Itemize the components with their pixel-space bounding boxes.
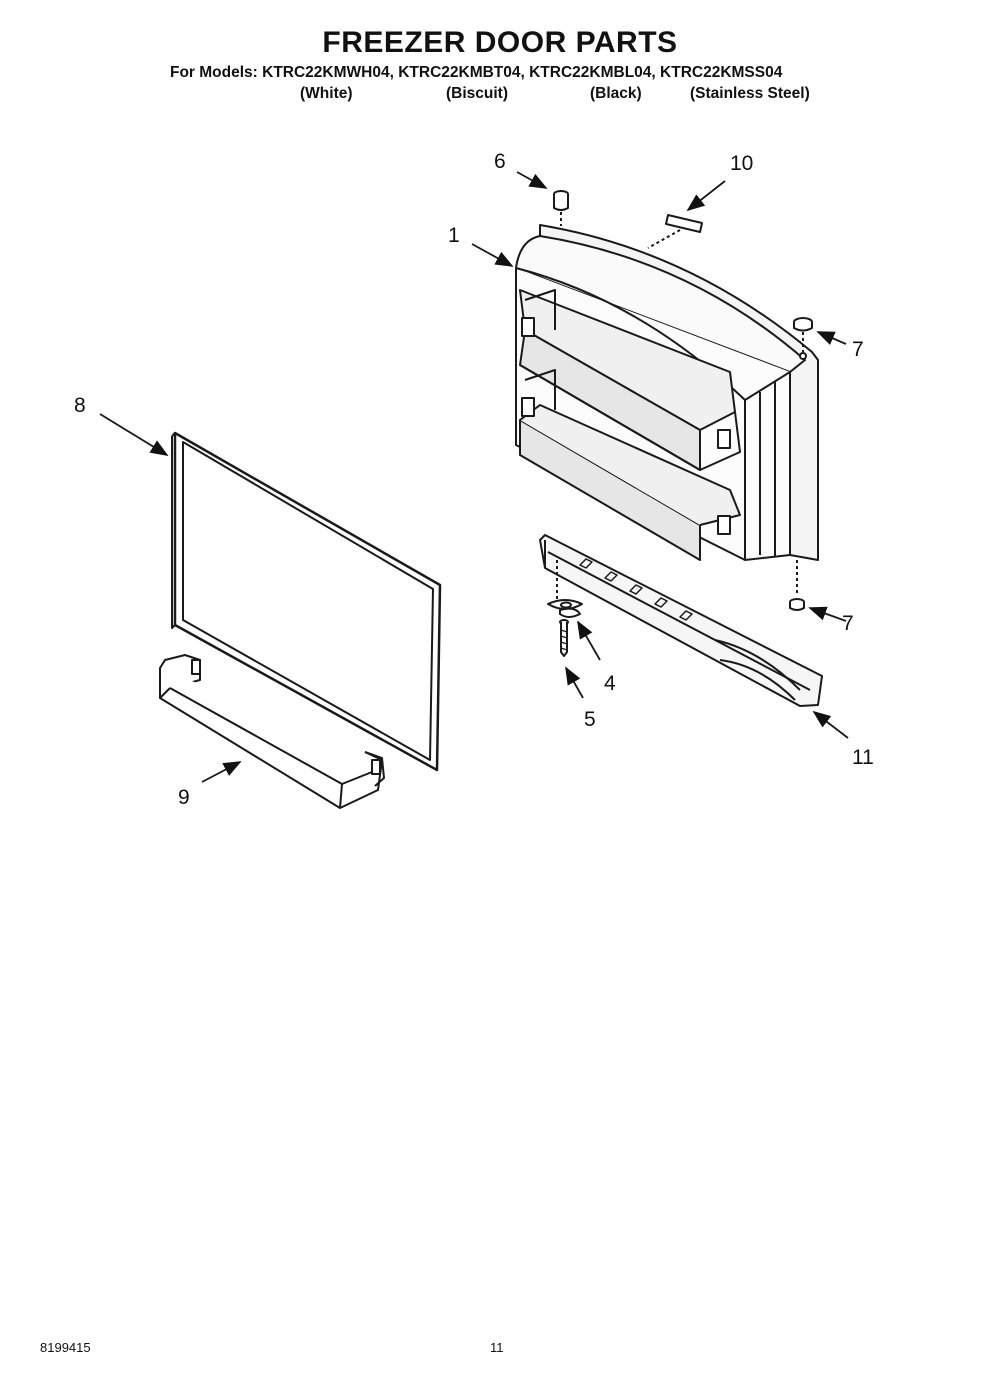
- variant-black: (Black): [590, 85, 642, 102]
- freezer-door-liner: [515, 224, 819, 561]
- variant-stainless: (Stainless Steel): [690, 85, 810, 102]
- door-gasket-part-8: [171, 431, 442, 772]
- callout-1: 1: [448, 224, 460, 247]
- hinge-screw-part-5: [559, 619, 569, 657]
- callout-6: 6: [494, 150, 506, 173]
- callout-9: 9: [178, 786, 190, 809]
- callout-5: 5: [584, 708, 596, 731]
- page-title: FREEZER DOOR PARTS: [322, 26, 678, 59]
- callout-11: 11: [852, 746, 874, 769]
- door-plug-part-6: [553, 190, 569, 226]
- door-handle-part-11: [539, 534, 823, 707]
- variant-biscuit: (Biscuit): [446, 85, 508, 102]
- callout-7-top: 7: [852, 338, 864, 361]
- hinge-washer-part-4: [547, 599, 583, 618]
- variant-white: (White): [300, 85, 353, 102]
- callout-7-bottom: 7: [842, 612, 854, 635]
- freezer-shelf-bin-part-9: [159, 654, 385, 809]
- callout-10: 10: [730, 152, 754, 175]
- hinge-cap-top-part-7: [793, 317, 813, 352]
- page-number: 11: [490, 1340, 504, 1355]
- document-number: 8199415: [40, 1340, 91, 1355]
- models-line: For Models: KTRC22KMWH04, KTRC22KMBT04, …: [170, 64, 783, 81]
- callout-8: 8: [74, 394, 86, 417]
- callout-4: 4: [604, 672, 616, 695]
- leader-arrows: [99, 171, 849, 783]
- hinge-bushing-bottom-part-7: [789, 560, 805, 611]
- door-label-part-10: [647, 214, 703, 249]
